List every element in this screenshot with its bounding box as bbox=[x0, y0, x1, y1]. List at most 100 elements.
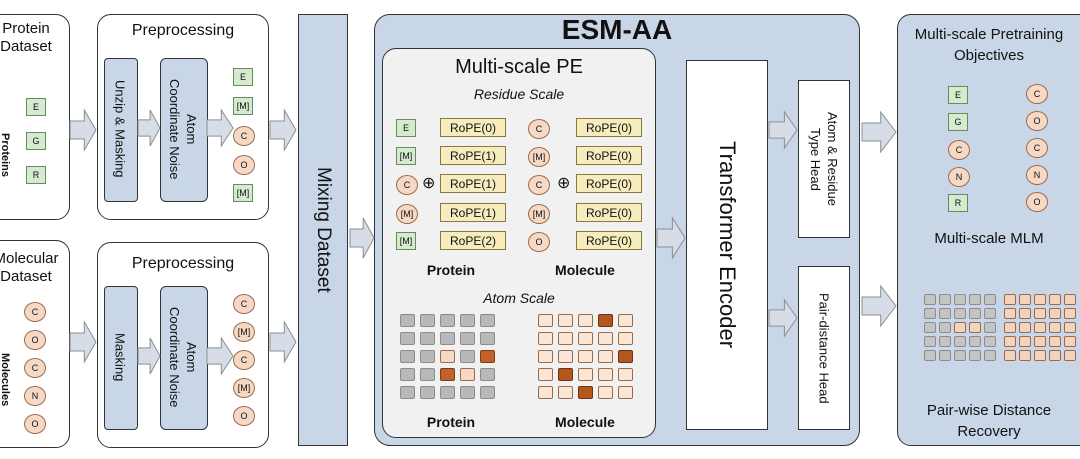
preprocessed-token: [M] bbox=[233, 184, 253, 202]
protein-dataset-token: R bbox=[26, 166, 46, 184]
molecule-distance-cell bbox=[618, 314, 633, 327]
masking-label: Masking bbox=[112, 332, 128, 382]
molecule-distance-cell bbox=[538, 350, 553, 363]
objective-protein-cell bbox=[984, 322, 996, 333]
transformer-encoder-box bbox=[686, 60, 768, 430]
mlm-residue-token: R bbox=[948, 194, 968, 212]
molecule-distance-cell bbox=[578, 386, 593, 399]
objective-protein-cell bbox=[939, 336, 951, 347]
objective-protein-cell bbox=[939, 350, 951, 361]
protein-distance-cell bbox=[440, 368, 455, 381]
mixing-dataset-box bbox=[298, 14, 348, 446]
pe-molecule-rope: RoPE(0) bbox=[576, 174, 642, 193]
preprocessed-token: [M] bbox=[233, 97, 253, 115]
objective-molecule-cell bbox=[1049, 322, 1061, 333]
protein-distance-cell bbox=[440, 386, 455, 399]
mlm-atom-token: O bbox=[1026, 192, 1048, 212]
objective-protein-cell bbox=[969, 322, 981, 333]
objective-protein-cell bbox=[954, 336, 966, 347]
objective-molecule-cell bbox=[1004, 294, 1016, 305]
protein-dataset-token: E bbox=[26, 98, 46, 116]
molecule-distance-cell bbox=[598, 332, 613, 345]
pe-protein-rope: RoPE(0) bbox=[440, 118, 506, 137]
objective-molecule-cell bbox=[1034, 308, 1046, 319]
pe-protein-token: [M] bbox=[396, 147, 416, 165]
mlm-atom-token: C bbox=[1026, 138, 1048, 158]
molecule-distance-cell bbox=[578, 332, 593, 345]
molecule-distance-cell bbox=[558, 332, 573, 345]
mlm-label: Multi-scale MLM bbox=[934, 230, 1044, 247]
mlm-atom-token: N bbox=[1026, 165, 1048, 185]
molecule-distance-cell bbox=[598, 314, 613, 327]
molecule-dataset-token: C bbox=[24, 358, 46, 378]
pe-molecule-rope: RoPE(0) bbox=[576, 231, 642, 250]
objective-protein-cell bbox=[939, 308, 951, 319]
molecule-distance-cell bbox=[598, 350, 613, 363]
pe-protein-rope: RoPE(1) bbox=[440, 203, 506, 222]
objective-protein-cell bbox=[924, 336, 936, 347]
pe-molecule-token: [M] bbox=[528, 147, 550, 167]
preprocessed-token: [M] bbox=[233, 322, 255, 342]
objective-protein-cell bbox=[969, 350, 981, 361]
molecule-distance-cell bbox=[538, 332, 553, 345]
objective-protein-cell bbox=[984, 294, 996, 305]
flow-arrow bbox=[349, 217, 375, 259]
objective-protein-cell bbox=[969, 308, 981, 319]
protein-distance-cell bbox=[460, 350, 475, 363]
objective-molecule-cell bbox=[1034, 336, 1046, 347]
mlm-atom-token: O bbox=[1026, 111, 1048, 131]
objective-protein-cell bbox=[924, 350, 936, 361]
atom-coord-noise-bottom-box bbox=[160, 286, 208, 430]
preprocessed-token: C bbox=[233, 294, 255, 314]
objective-protein-cell bbox=[984, 308, 996, 319]
mlm-residue-token: C bbox=[948, 140, 970, 160]
protein-distance-cell bbox=[400, 350, 415, 363]
mlm-residue-token: E bbox=[948, 86, 968, 104]
oplus-icon: ⊕ bbox=[422, 175, 436, 192]
mlm-residue-token: G bbox=[948, 113, 968, 131]
pe-protein-token: [M] bbox=[396, 232, 416, 250]
atom-scale-label: Atom Scale bbox=[483, 290, 555, 306]
molecules-vertical-label: Molecules bbox=[0, 353, 11, 407]
pe-protein-token: [M] bbox=[396, 204, 418, 224]
objective-molecule-cell bbox=[1064, 350, 1076, 361]
molecule-distance-cell bbox=[618, 350, 633, 363]
molecule-distance-cell bbox=[538, 386, 553, 399]
molecule-distance-cell bbox=[558, 386, 573, 399]
molecule-distance-cell bbox=[578, 314, 593, 327]
flow-arrow bbox=[69, 108, 97, 152]
protein-distance-cell bbox=[420, 386, 435, 399]
protein-distance-cell bbox=[440, 314, 455, 327]
molecule-distance-cell bbox=[598, 368, 613, 381]
molecule-distance-cell bbox=[618, 332, 633, 345]
atom-coord-noise-top-label: Atom Coordinate Noise bbox=[167, 78, 199, 180]
objective-molecule-cell bbox=[1004, 308, 1016, 319]
objective-molecule-cell bbox=[1019, 308, 1031, 319]
objective-molecule-cell bbox=[1019, 322, 1031, 333]
protein-distance-cell bbox=[420, 314, 435, 327]
pe-protein-token: C bbox=[396, 175, 418, 195]
protein-distance-cell bbox=[420, 350, 435, 363]
objective-molecule-cell bbox=[1004, 336, 1016, 347]
pe-protein-rope: RoPE(2) bbox=[440, 231, 506, 250]
pe-molecule-rope: RoPE(0) bbox=[576, 118, 642, 137]
preprocessed-token: E bbox=[233, 68, 253, 86]
objective-protein-cell bbox=[969, 336, 981, 347]
objective-protein-cell bbox=[924, 308, 936, 319]
proteins-vertical-label: Proteins bbox=[0, 132, 11, 177]
molecule-dataset-token: O bbox=[24, 414, 46, 434]
protein-dataset-token: G bbox=[26, 132, 46, 150]
protein-distance-cell bbox=[480, 368, 495, 381]
molecule-distance-cell bbox=[538, 368, 553, 381]
protein-distance-cell bbox=[460, 386, 475, 399]
pe-protein-label: Protein bbox=[426, 262, 476, 278]
objective-protein-cell bbox=[924, 322, 936, 333]
protein-distance-cell bbox=[480, 386, 495, 399]
protein-dataset-panel bbox=[0, 14, 70, 220]
preprocessed-token: C bbox=[233, 126, 255, 146]
objective-protein-cell bbox=[954, 308, 966, 319]
objective-protein-cell bbox=[924, 294, 936, 305]
molecule-distance-cell bbox=[578, 350, 593, 363]
flow-arrow bbox=[269, 108, 297, 152]
protein-distance-cell bbox=[400, 314, 415, 327]
